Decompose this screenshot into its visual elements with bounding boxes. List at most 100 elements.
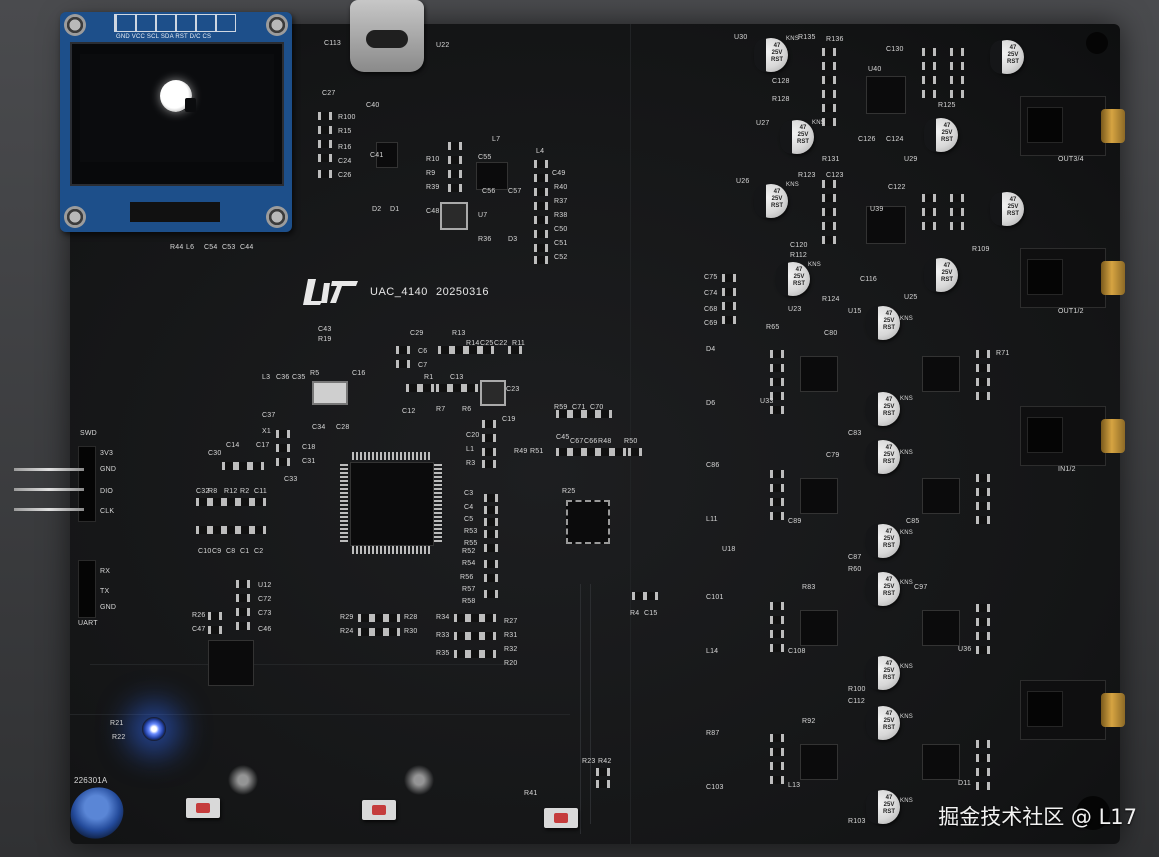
ref-label: C27 [322,90,336,97]
ref-label: C14 [226,442,240,449]
ref-label: U18 [722,546,736,553]
ref-label: R100 [338,114,356,121]
smd-component [318,126,332,134]
ref-label: R34 [436,614,450,621]
ref-label: R92 [802,718,816,725]
smd-component [950,222,964,230]
ref-label: R52 [462,548,476,555]
ref-label: C53 [222,244,236,251]
tactile-button-left[interactable] [186,798,220,818]
board-mount-hole-icon [1076,796,1110,830]
smd-component [950,194,964,202]
tactile-button-right[interactable] [544,808,578,828]
ref-label: R29 [340,614,354,621]
ref-label: L3 [262,374,271,381]
ref-label: L11 [706,516,718,523]
audio-jack-in12 [1020,406,1125,466]
ref-label: C83 [848,430,862,437]
smd-component [976,378,990,386]
ref-label: C35 [292,374,306,381]
ref-label: R22 [112,734,126,741]
ref-label: R58 [462,598,476,605]
mcu-pins-left [340,464,348,542]
ref-label: C54 [204,244,218,251]
ref-label: C101 [706,594,724,601]
ref-label: R38 [554,212,568,219]
smd-component [770,392,784,400]
ref-label: D1 [390,206,400,213]
ref-label: R41 [524,790,538,797]
ref-label: C30 [208,450,222,457]
ref-label: C57 [508,188,522,195]
ref-label: U29 [904,156,918,163]
smd-component [770,734,784,742]
opamp-u31 [922,356,960,392]
cap-stripe [990,40,1002,74]
opamp-u35 [922,610,960,646]
pcb-trace [70,714,570,715]
ref-label: R27 [504,618,518,625]
smd-component [238,498,252,506]
mount-hole-icon [266,206,288,228]
smd-component [236,580,250,588]
ref-label: C122 [888,184,906,191]
solder-rework-area [404,760,434,800]
smd-component [976,488,990,496]
ref-label: C32 [196,488,210,495]
cap-brand-label: KNS [900,396,913,402]
ref-label: R100 [848,686,866,693]
ref-label: C43 [318,326,332,333]
jack-label-out34: OUT3/4 [1058,156,1084,163]
ref-label: R28 [404,614,418,621]
pcb-trace [590,584,631,824]
opamp-u39 [866,206,906,244]
opamp-u32 [922,478,960,514]
ref-label: R14 [466,340,480,347]
button-cap [554,813,568,823]
ref-label: R5 [310,370,320,377]
opamp-u37 [922,744,960,780]
smd-component [196,498,210,506]
ref-label: C67 [570,438,584,445]
ref-u12: R25 [562,488,576,495]
smd-component [484,560,498,568]
smd-component [976,516,990,524]
swd-clk-label: CLK [100,508,115,515]
ref-label: C126 [858,136,876,143]
smd-component [482,434,496,442]
cap-brand-label: KNS [900,450,913,456]
ref-label: R39 [426,184,440,191]
ref-label: C5 [464,516,474,523]
cap-brand-label: KNS [786,182,799,188]
ref-label: C7 [418,362,428,369]
ref-label: R112 [790,252,808,259]
ref-label: R136 [826,36,844,43]
watermark-text: 掘金技术社区 @ L17 [938,805,1137,829]
button-cap [196,803,210,813]
uart-tx-label: TX [100,588,110,595]
jack-gold-barrel [1101,261,1125,295]
smd-component [822,180,836,188]
swd-header [78,446,96,522]
cap-brand-label: KNS [900,714,913,720]
ref-label: C29 [410,330,424,337]
ref-label: C22 [494,340,508,347]
ref-label: C68 [704,306,718,313]
ref-label: C85 [906,518,920,525]
ref-label: R10 [426,156,440,163]
ref-label: U22 [436,42,450,49]
smd-component [612,448,626,456]
smd-component [358,628,372,636]
ref-label: U26 [736,178,750,185]
ref-label: R109 [972,246,990,253]
ref-label: C75 [704,274,718,281]
tactile-button-middle[interactable] [362,800,396,820]
smd-component [770,406,784,414]
smd-component [482,420,496,428]
smd-component [976,350,990,358]
